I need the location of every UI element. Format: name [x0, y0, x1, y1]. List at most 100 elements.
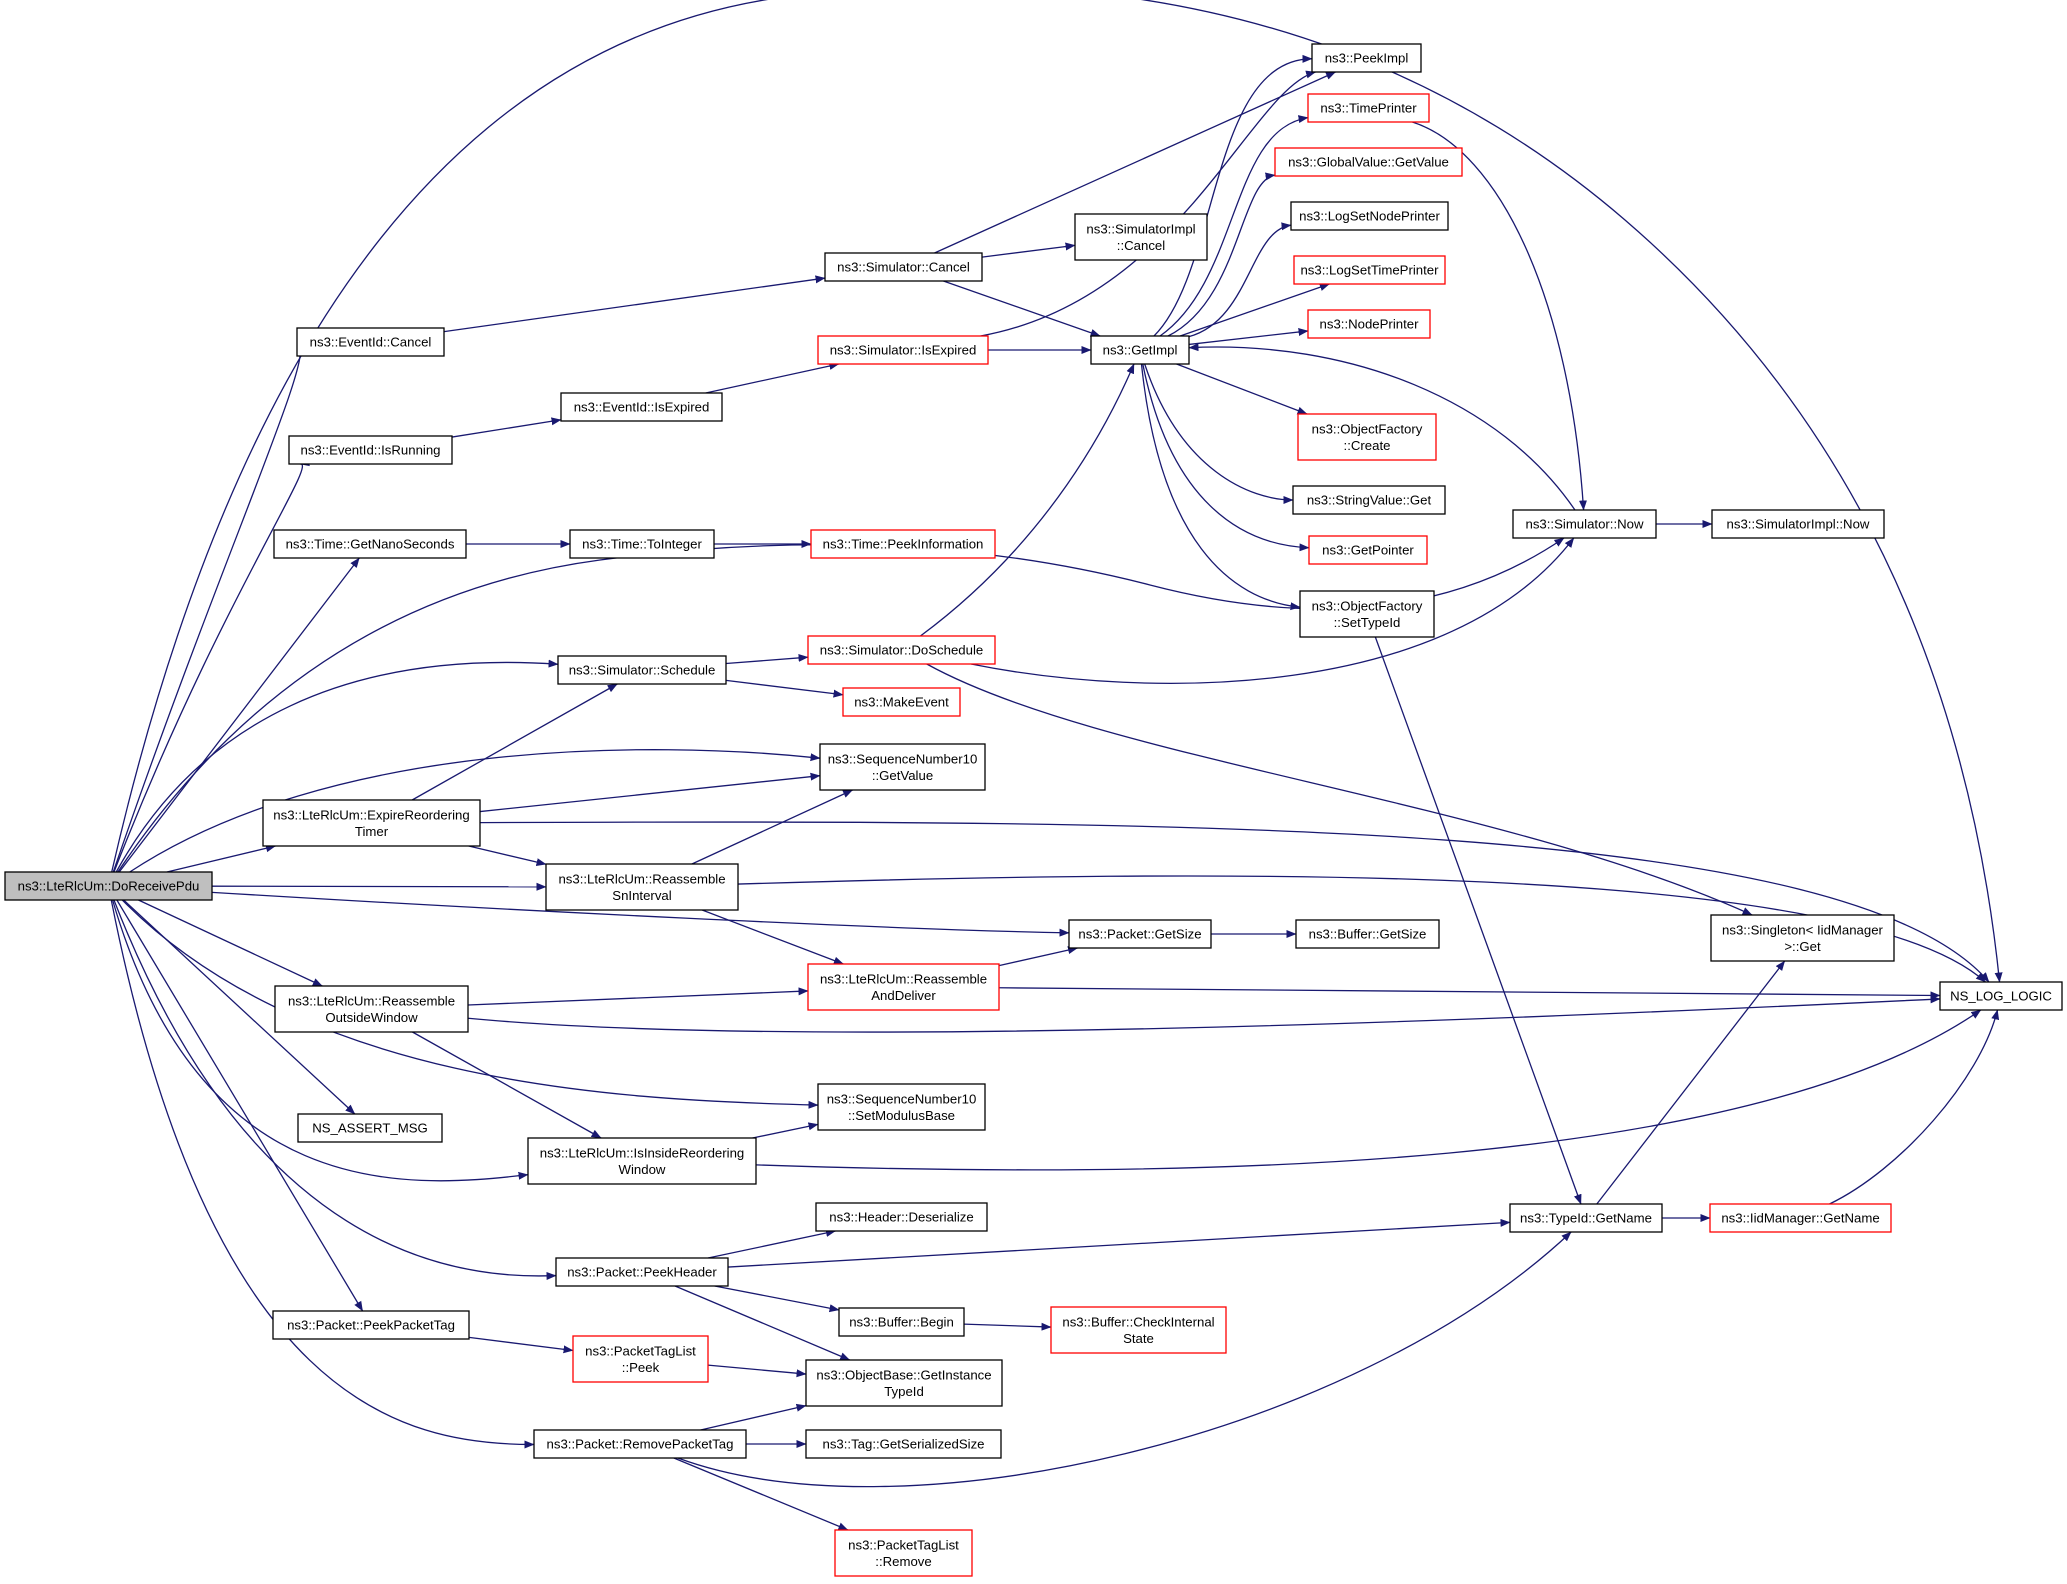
node-MakeEvent[interactable]: ns3::MakeEvent — [842, 687, 961, 717]
call-edge-TimePrinter-to-SimNow — [1412, 121, 1587, 511]
node-box — [1311, 43, 1422, 73]
call-edge-PacketTagListPeek-to-ObjGetInstance — [707, 1364, 807, 1378]
node-NSAssert[interactable]: NS_ASSERT_MSG — [297, 1113, 443, 1143]
node-label: Timer — [355, 824, 389, 839]
node-RemovePacketTag[interactable]: ns3::Packet::RemovePacketTag — [533, 1429, 747, 1459]
node-box — [834, 1529, 973, 1577]
node-GlobalGetValue[interactable]: ns3::GlobalValue::GetValue — [1274, 147, 1463, 177]
node-HeaderDeser[interactable]: ns3::Header::Deserialize — [815, 1202, 988, 1232]
call-edge-root-to-ReasmOutside — [138, 899, 323, 987]
call-edge-RemovePacketTag-to-TypeIdGetName — [677, 1231, 1572, 1488]
node-BufferBegin[interactable]: ns3::Buffer::Begin — [838, 1307, 965, 1337]
node-ObjFactSetTypeId[interactable]: ns3::ObjectFactory::SetTypeId — [1299, 590, 1435, 638]
node-TimePrinter[interactable]: ns3::TimePrinter — [1307, 93, 1430, 123]
function-nodes: ns3::LteRlcUm::DoReceivePdu ns3::EventId:… — [4, 43, 2063, 1577]
node-label: ns3::NodePrinter — [1320, 317, 1420, 332]
node-label: ns3::Buffer::Begin — [849, 1315, 954, 1330]
node-label: ::SetTypeId — [1334, 615, 1401, 630]
node-label: ns3::Time::ToInteger — [582, 537, 702, 552]
node-box — [1710, 914, 1895, 962]
node-SimDoSchedule[interactable]: ns3::Simulator::DoSchedule — [807, 635, 996, 665]
node-SimImplCancel[interactable]: ns3::SimulatorImpl::Cancel — [1074, 213, 1208, 261]
node-TimeToInteger[interactable]: ns3::Time::ToInteger — [569, 529, 715, 559]
call-edge-root-to-PacketGetSize — [211, 891, 1070, 937]
node-PeekPacketTag[interactable]: ns3::Packet::PeekPacketTag — [272, 1310, 470, 1340]
node-SN10SetMod[interactable]: ns3::SequenceNumber10::SetModulusBase — [817, 1083, 986, 1131]
node-label: ns3::Simulator::Cancel — [837, 260, 970, 275]
node-box — [838, 1307, 965, 1337]
node-label: ns3::SimulatorImpl — [1086, 221, 1195, 236]
node-PacketGetSize[interactable]: ns3::Packet::GetSize — [1068, 919, 1212, 949]
call-edge-root-to-ExpireReord — [166, 844, 276, 873]
node-NSLogLogic[interactable]: NS_LOG_LOGIC — [1939, 981, 2063, 1011]
node-NodePrinter[interactable]: ns3::NodePrinter — [1307, 309, 1431, 339]
node-box — [557, 655, 727, 685]
node-Singleton[interactable]: ns3::Singleton< IidManager>::Get — [1710, 914, 1895, 962]
node-label: ::SetModulusBase — [848, 1108, 955, 1123]
node-label: ns3::EventId::Cancel — [310, 335, 432, 350]
node-label: ns3::IidManager::GetName — [1721, 1211, 1879, 1226]
node-box — [273, 529, 467, 559]
node-LogSetTime[interactable]: ns3::LogSetTimePrinter — [1293, 255, 1446, 285]
node-EventIdIsRunning[interactable]: ns3::EventId::IsRunning — [288, 435, 453, 465]
call-edge-root-to-PeekHeader — [113, 899, 557, 1280]
node-box — [1068, 919, 1212, 949]
node-SimSchedule[interactable]: ns3::Simulator::Schedule — [557, 655, 727, 685]
node-EventIdCancel[interactable]: ns3::EventId::Cancel — [296, 327, 445, 357]
node-box — [288, 435, 453, 465]
node-box — [1074, 213, 1208, 261]
node-SimCancel[interactable]: ns3::Simulator::Cancel — [824, 252, 983, 282]
node-TimePeekInfo[interactable]: ns3::Time::PeekInformation — [810, 529, 996, 559]
node-PeekHeader[interactable]: ns3::Packet::PeekHeader — [555, 1257, 729, 1287]
node-label: ns3::EventId::IsRunning — [300, 443, 440, 458]
node-label: ns3::SequenceNumber10 — [827, 1091, 977, 1106]
node-box — [527, 1137, 757, 1185]
call-edge-ExpireReord-to-SimSchedule — [411, 683, 618, 801]
node-label: TypeId — [884, 1384, 924, 1399]
node-PacketTagListPeek[interactable]: ns3::PacketTagList::Peek — [572, 1335, 709, 1383]
node-GetImpl[interactable]: ns3::GetImpl — [1090, 335, 1190, 365]
node-TypeIdGetName[interactable]: ns3::TypeId::GetName — [1509, 1203, 1663, 1233]
node-BufferGetSize[interactable]: ns3::Buffer::GetSize — [1295, 919, 1440, 949]
node-label: AndDeliver — [871, 988, 936, 1003]
node-GetPointer[interactable]: ns3::GetPointer — [1308, 535, 1428, 565]
node-StringValueGet[interactable]: ns3::StringValue::Get — [1292, 485, 1446, 515]
node-PeekImpl[interactable]: ns3::PeekImpl — [1311, 43, 1422, 73]
node-box — [1307, 93, 1430, 123]
node-EventIdIsExpired[interactable]: ns3::EventId::IsExpired — [560, 392, 723, 422]
call-edge-PeekPacketTag-to-PacketTagListPeek — [468, 1336, 574, 1354]
node-box — [807, 963, 1000, 1011]
node-SimImplNow[interactable]: ns3::SimulatorImpl::Now — [1711, 509, 1885, 539]
node-label: ns3::LteRlcUm::DoReceivePdu — [18, 879, 200, 894]
call-edge-GetImpl-to-ObjFactSetTypeId — [1140, 363, 1301, 611]
node-SimNow[interactable]: ns3::Simulator::Now — [1512, 509, 1657, 539]
node-label: State — [1123, 1331, 1154, 1346]
call-edge-root-to-SimSchedule — [115, 659, 559, 873]
node-box — [555, 1257, 729, 1287]
node-root[interactable]: ns3::LteRlcUm::DoReceivePdu — [4, 871, 213, 901]
node-box — [805, 1429, 1002, 1459]
node-LogSetNode[interactable]: ns3::LogSetNodePrinter — [1290, 201, 1449, 231]
node-SimIsExpired[interactable]: ns3::Simulator::IsExpired — [817, 335, 989, 365]
node-PacketTagListRemove[interactable]: ns3::PacketTagList::Remove — [834, 1529, 973, 1577]
node-label: ns3::ObjectBase::GetInstance — [816, 1367, 991, 1382]
node-box — [810, 529, 996, 559]
node-IidGetName[interactable]: ns3::IidManager::GetName — [1709, 1203, 1892, 1233]
node-ObjFactCreate[interactable]: ns3::ObjectFactory::Create — [1297, 413, 1437, 461]
call-edge-GetImpl-to-ObjFactCreate — [1176, 363, 1308, 415]
node-label: ns3::SequenceNumber10 — [828, 751, 978, 766]
node-SN10GetValue[interactable]: ns3::SequenceNumber10::GetValue — [819, 743, 986, 791]
node-label: ns3::Packet::GetSize — [1078, 927, 1201, 942]
node-TimeGetNano[interactable]: ns3::Time::GetNanoSeconds — [273, 529, 467, 559]
node-label: ns3::ObjectFactory — [1312, 421, 1423, 436]
call-edge-SimSchedule-to-SimDoSchedule — [725, 653, 809, 665]
call-edge-EventIdIsRunning-to-EventIdIsExpired — [451, 417, 562, 438]
node-TagGetSerSize[interactable]: ns3::Tag::GetSerializedSize — [805, 1429, 1002, 1459]
